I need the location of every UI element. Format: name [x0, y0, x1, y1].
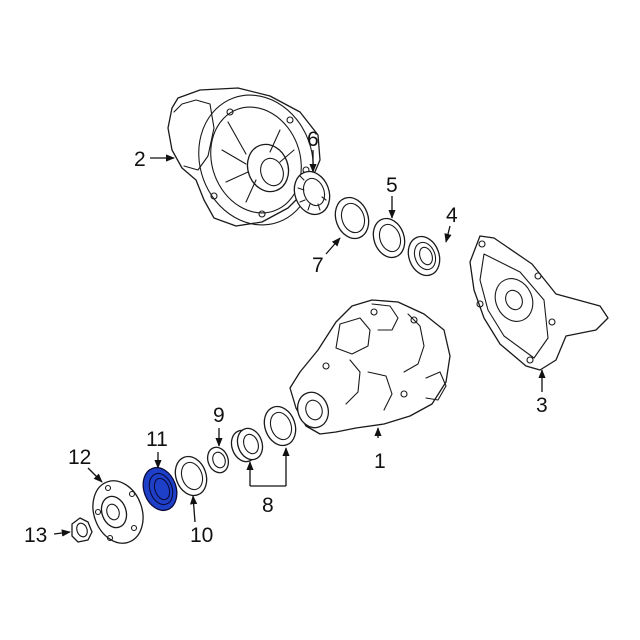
- part-side-seal[interactable]: [403, 232, 445, 280]
- callout-4: 4: [446, 204, 458, 227]
- callout-11: 11: [146, 428, 168, 451]
- part-differential-case[interactable]: [167, 79, 331, 241]
- callout-8: 8: [262, 494, 274, 517]
- callout-3: 3: [536, 394, 548, 417]
- callout-7: 7: [312, 254, 324, 277]
- part-roller-bearing[interactable]: [289, 167, 336, 220]
- part-bearing-race[interactable]: [330, 193, 374, 243]
- callout-2: 2: [134, 148, 146, 171]
- leader-12: [87, 467, 103, 483]
- callout-9: 9: [213, 404, 225, 427]
- part-pinion-race[interactable]: [170, 452, 212, 500]
- leader-10: [189, 495, 198, 523]
- part-companion-flange[interactable]: [85, 474, 152, 551]
- callout-1: 1: [374, 450, 386, 473]
- part-pinion-bearing-outer[interactable]: [259, 402, 301, 450]
- part-carrier-housing[interactable]: [289, 299, 451, 435]
- callout-13: 13: [24, 524, 47, 547]
- part-pinion-seal-highlighted[interactable]: [137, 463, 182, 515]
- callout-numbers: 1 2 3 4 5 6 7 8 9 10 11 12 13: [24, 128, 548, 547]
- leader-7: [325, 237, 341, 255]
- part-shim[interactable]: [368, 214, 410, 262]
- leader-4: [444, 225, 452, 243]
- callout-6: 6: [307, 128, 319, 151]
- callout-12: 12: [68, 446, 91, 469]
- leader-13: [53, 529, 71, 537]
- part-spacer[interactable]: [204, 444, 232, 475]
- callout-10: 10: [190, 524, 213, 547]
- callout-5: 5: [386, 174, 398, 197]
- part-rear-cover[interactable]: [469, 235, 609, 371]
- part-pinion-nut[interactable]: [71, 517, 93, 543]
- part-pinion-bearing-inner[interactable]: [227, 425, 266, 465]
- leader-lines: [53, 150, 546, 537]
